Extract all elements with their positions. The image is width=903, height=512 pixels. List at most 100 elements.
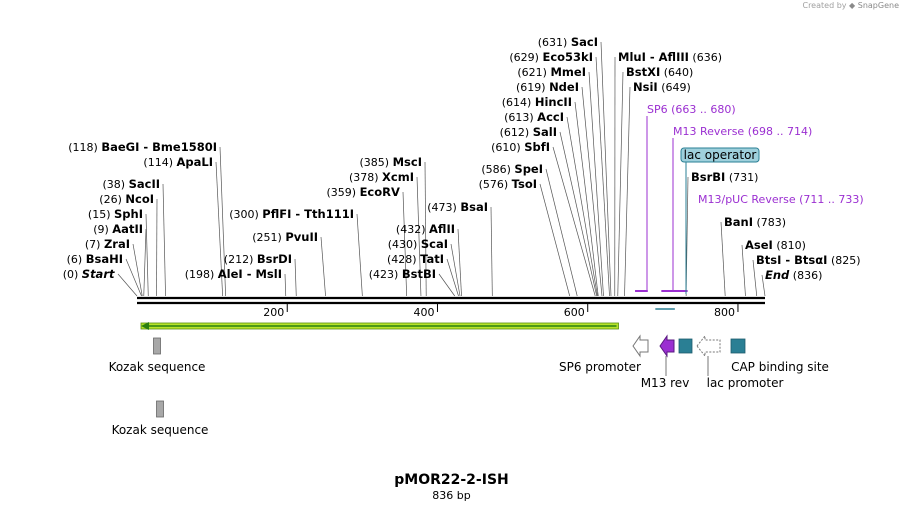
enzyme-name: BsrDI	[257, 252, 292, 266]
lac-operator-feature-box	[678, 338, 693, 354]
enzyme-position: (198)	[185, 268, 215, 281]
lac-operator-box	[680, 147, 760, 163]
enzyme-leader-line	[581, 86, 603, 297]
enzyme-site-label: (6) BsaHI	[67, 252, 123, 266]
tick-label: 400	[413, 306, 434, 319]
enzyme-site-label: (9) AatII	[93, 222, 143, 236]
enzyme-position: (378)	[349, 171, 379, 184]
cap-binding-site-box	[730, 338, 746, 354]
enzyme-name: SalI	[533, 125, 557, 139]
enzyme-name: BsrBI	[691, 170, 725, 184]
enzyme-leader-line	[320, 236, 326, 297]
enzyme-name: BtsαI	[794, 253, 827, 267]
primer-range: (698 .. 714)	[744, 125, 812, 138]
enzyme-position: (614)	[502, 96, 532, 109]
enzyme-position: (612)	[500, 126, 530, 139]
enzyme-leader-line	[356, 213, 363, 297]
feature-label: Kozak sequence	[109, 360, 206, 374]
sequence-length: 836 bp	[432, 489, 471, 502]
sequence-name: pMOR22-2-ISH	[394, 472, 509, 488]
enzyme-site-label: (118) BaeGI - Bme1580I	[68, 140, 217, 154]
enzyme-leader-line	[450, 243, 461, 297]
enzyme-site-label: AseI (810)	[745, 238, 806, 252]
enzyme-name: SphI	[114, 207, 143, 221]
enzyme-name: Tth111I	[304, 207, 354, 221]
sequence-backbone	[137, 296, 765, 305]
enzyme-name: TatI	[420, 252, 444, 266]
primer-label: SP6 (663 .. 680)	[647, 103, 736, 116]
enzyme-name: AatII	[112, 222, 143, 236]
enzyme-leader-line	[132, 243, 143, 297]
enzyme-position: (610)	[491, 141, 521, 154]
enzyme-leader-line	[284, 273, 287, 297]
credit-text: Created by	[802, 1, 847, 10]
enzyme-site-label: BstXI (640)	[626, 65, 693, 79]
enzyme-leader-line	[752, 259, 758, 297]
enzyme-leader-line	[143, 228, 147, 297]
enzyme-position: (26)	[99, 193, 122, 206]
enzyme-site-label: (631) SacI	[538, 35, 598, 49]
lac-promoter-arrow-icon	[696, 334, 721, 358]
enzyme-position: (423)	[369, 268, 399, 281]
enzyme-position: (629)	[509, 51, 539, 64]
primer-range: (663 .. 680)	[668, 103, 736, 116]
enzyme-position: (212)	[224, 253, 254, 266]
enzyme-position: (432)	[396, 223, 426, 236]
enzyme-position: (473)	[427, 201, 457, 214]
enzyme-leader-line	[219, 146, 226, 297]
enzyme-leader-line	[574, 101, 599, 297]
enzyme-leader-line	[761, 274, 766, 297]
enzyme-name: PvuII	[285, 230, 318, 244]
enzyme-position: (613)	[504, 111, 534, 124]
feature-label: CAP binding site	[731, 360, 829, 374]
enzyme-position: (114)	[143, 156, 173, 169]
enzyme-name: MscI	[393, 155, 422, 169]
enzyme-position: (836)	[793, 269, 823, 282]
enzyme-site-label: (359) EcoRV	[326, 185, 400, 199]
enzyme-site-label: (378) XcmI	[349, 170, 414, 184]
enzyme-leader-line	[117, 273, 138, 297]
enzyme-name: NcoI	[125, 192, 154, 206]
enzyme-position: (631)	[538, 36, 568, 49]
primer-label: M13/pUC Reverse (711 .. 733)	[698, 193, 864, 206]
enzyme-name: End	[765, 268, 790, 282]
orf-arrow	[140, 322, 619, 330]
enzyme-position: (576)	[479, 178, 509, 191]
snapgene-credit: Created by ◆ SnapGene	[802, 1, 899, 10]
primers: SP6 (663 .. 680)M13 Reverse (698 .. 714)…	[635, 103, 864, 310]
orf-arrowhead-icon	[141, 322, 149, 330]
feature-label: SP6 promoter	[559, 360, 641, 374]
enzyme-leader-line	[617, 71, 624, 297]
enzyme-site-label: (114) ApaLI	[143, 155, 213, 169]
enzyme-position: (428)	[387, 253, 417, 266]
enzyme-position: (7)	[85, 238, 101, 251]
enzyme-site-label: MluI - AflIII (636)	[618, 50, 722, 64]
enzyme-name: BstXI	[626, 65, 660, 79]
tick-label: 600	[564, 306, 585, 319]
kozak-site-box	[156, 400, 164, 418]
lac-operator-label: lac operator	[684, 148, 757, 162]
enzyme-name: MslI	[255, 267, 282, 281]
enzyme-leader-line	[559, 131, 598, 297]
enzyme-site-label: BtsI - BtsαI (825)	[756, 253, 861, 267]
snapgene-logo-icon: ◆	[849, 1, 856, 10]
enzyme-name: AflIII	[659, 50, 689, 64]
enzyme-name: AccI	[537, 110, 564, 124]
enzyme-name: TsoI	[512, 177, 537, 191]
enzyme-name: AleI	[218, 267, 243, 281]
enzyme-position: (649)	[661, 81, 691, 94]
enzyme-name: HincII	[535, 95, 572, 109]
tick-label: 200	[263, 306, 284, 319]
name-separator: -	[139, 140, 152, 154]
enzyme-position: (6)	[67, 253, 83, 266]
enzyme-site-label: (473) BsaI	[427, 200, 488, 214]
enzyme-leader-line	[446, 258, 459, 297]
enzyme-name: NdeI	[549, 80, 579, 94]
feature-label: Kozak sequence	[112, 423, 209, 437]
enzyme-leader-lines	[117, 41, 766, 297]
enzyme-name: XcmI	[382, 170, 414, 184]
enzyme-leader-line	[162, 183, 166, 297]
enzyme-name: MluI	[618, 50, 646, 64]
